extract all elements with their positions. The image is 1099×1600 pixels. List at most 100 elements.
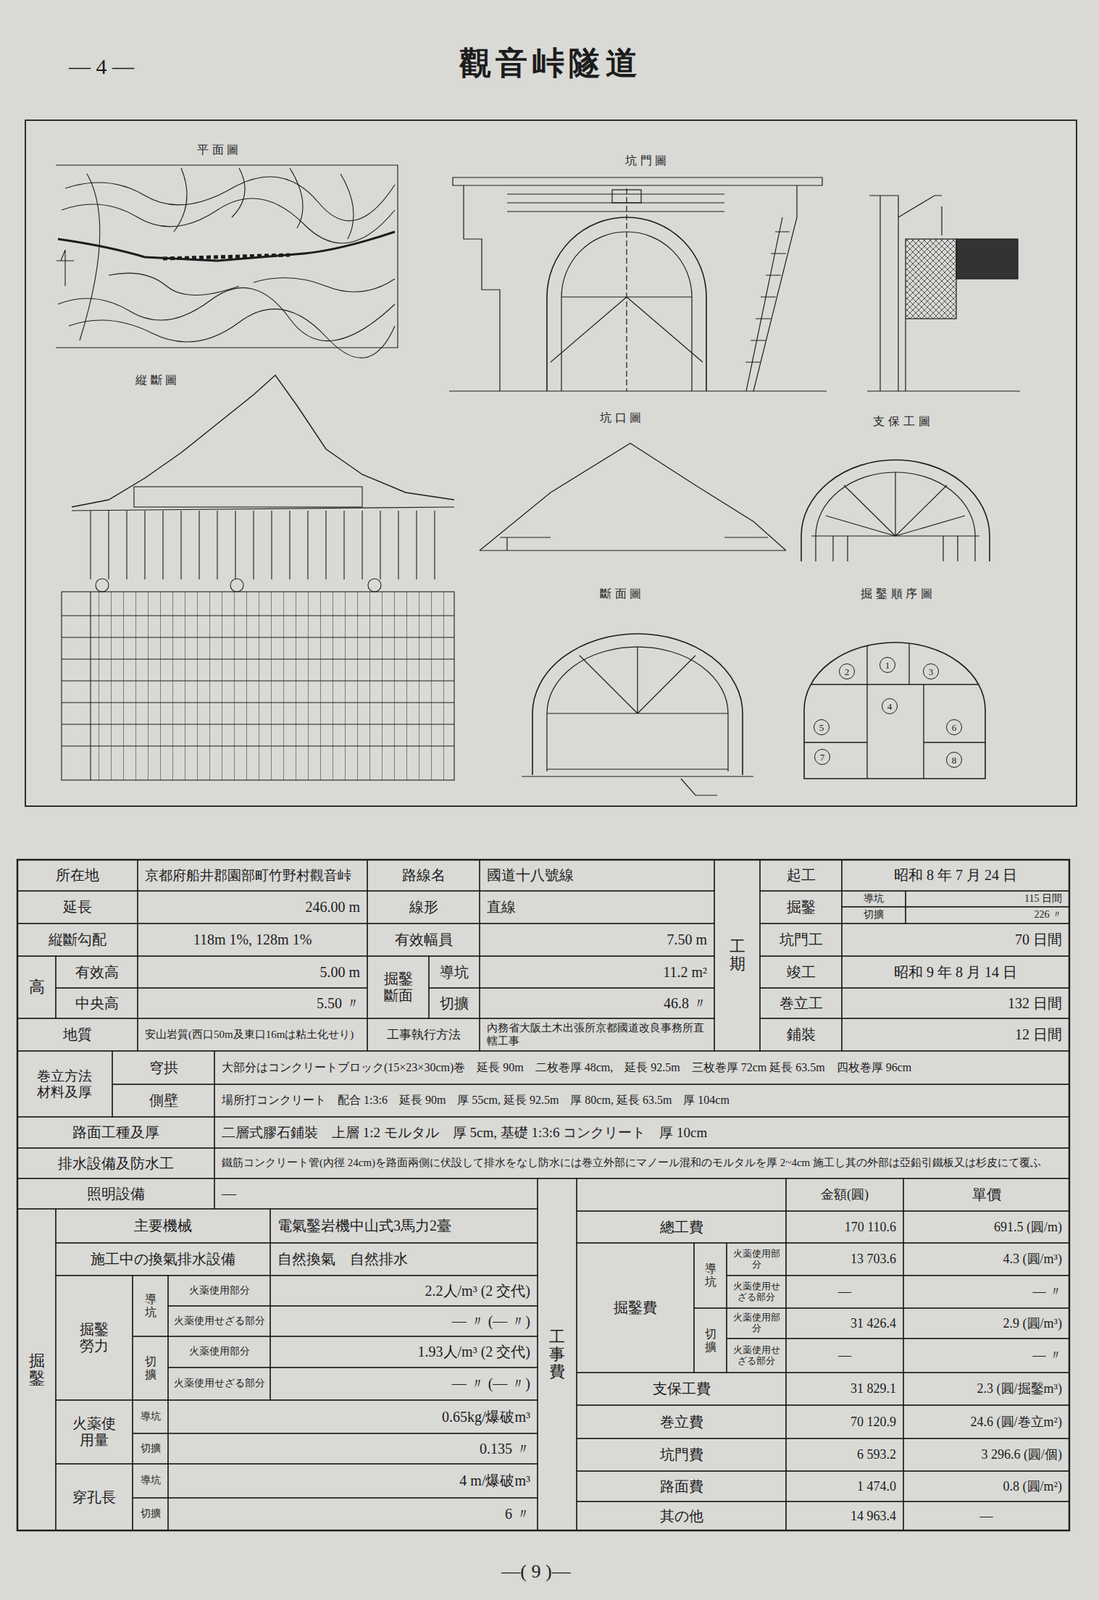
plan-map: [68, 309, 395, 359]
table-cell: 31 829.1: [788, 1374, 902, 1404]
table-cell: 有效幅員: [369, 925, 478, 955]
table-rule: [214, 1084, 1070, 1118]
table-cell: 火薬使用部分: [728, 1309, 784, 1338]
figure-title: 坑門圖: [606, 152, 689, 169]
figure-title: 坑口圖: [581, 410, 664, 426]
longitudinal-section: [95, 578, 109, 592]
table-cell: 掘鑿勞力: [57, 1277, 131, 1399]
portal-side-section: [869, 195, 899, 392]
table-cell: 鐵筋コンクリート管(內徑 24cm)を路面兩側に伏設して排水をなし防水には巻立外…: [216, 1149, 1068, 1178]
table-cell: 691.5 (圓/m): [905, 1212, 1068, 1242]
portal-elevation: [746, 217, 783, 392]
table-rule: [903, 1501, 1070, 1531]
callout-circle: 6: [946, 719, 963, 736]
table-cell: 縦斷勾配: [19, 925, 136, 955]
cell-text: 4 m/爆破m³: [459, 1472, 531, 1490]
page-number: — 4 —: [60, 52, 143, 82]
cell-text: 3 296.6 (圓/個): [981, 1447, 1063, 1463]
cell-text: 0.135 〃: [479, 1440, 531, 1458]
cell-text: 火薬使用部分: [189, 1346, 250, 1358]
table-cell: 切擴: [134, 1435, 166, 1463]
support-timbering: [801, 460, 990, 562]
table-rule: [786, 1405, 904, 1439]
cell-text: 昭和 8 年 7 月 24 日: [893, 867, 1018, 884]
cell-text: 6 593.2: [857, 1447, 897, 1463]
table-rule: [576, 1178, 787, 1212]
cell-text: 穿孔長: [72, 1489, 116, 1507]
table-cell: 起工: [762, 861, 840, 890]
callout-number: 1: [885, 660, 891, 671]
cell-text: 31 426.4: [850, 1316, 897, 1332]
table-rule: [479, 859, 715, 892]
table-rule: [132, 1400, 169, 1434]
cell-text: 坑口圖: [599, 411, 645, 425]
cell-text: 鐵筋コンクリート管(內徑 24cm)を路面兩側に伏設して排水をなし防水には巻立外…: [221, 1156, 1042, 1170]
table-cell: 昭和 9 年 8 月 14 日: [843, 957, 1068, 987]
table-cell: 高: [19, 957, 54, 1018]
table-cell: 總工費: [578, 1212, 784, 1242]
plan-map: [340, 173, 354, 240]
table-cell: 火薬使用量: [57, 1401, 131, 1463]
table-cell: 11.2 m²: [481, 957, 713, 987]
excavation-order: [810, 683, 979, 685]
table-cell: 導坑: [134, 1401, 166, 1433]
cell-text: — 〃: [1033, 1348, 1063, 1364]
table-cell: 導坑: [134, 1465, 166, 1497]
callout-number: 3: [928, 667, 934, 677]
cell-text: 坑門費: [659, 1446, 704, 1464]
cell-text: 切擴: [144, 1355, 157, 1381]
table-rule: [759, 988, 842, 1019]
table-cell: 支保工費: [578, 1374, 784, 1404]
table-rule: [714, 859, 760, 1052]
table-cell: 14 963.4: [788, 1503, 902, 1530]
cell-text: 其の他: [659, 1508, 704, 1525]
cell-text: 132 日間: [1007, 995, 1063, 1013]
portal-side-section: [867, 390, 1021, 392]
table-cell: 12 日間: [843, 1020, 1068, 1050]
table-rule: [55, 1243, 271, 1276]
table-cell: 火薬使用せざる部分: [728, 1340, 784, 1372]
table-rule: [270, 1336, 538, 1368]
table-cell: 路面費: [578, 1472, 784, 1501]
portal-side-section: [867, 195, 1021, 392]
table-cell: 切擴: [696, 1309, 725, 1372]
cell-text: 延長: [63, 899, 93, 916]
table-rule: [905, 891, 1070, 908]
table-cell: 2.2人/m³ (2 交代): [272, 1277, 536, 1305]
cell-text: 鋪裝: [786, 1026, 816, 1044]
table-rule: [759, 859, 842, 892]
table-rule: [903, 1243, 1070, 1276]
cell-text: 二層式膠石鋪裝 上層 1:2 モルタル 厚 5cm, 基礎 1:3:6 コンクリ…: [221, 1125, 708, 1142]
table-cell: 118m 1%, 128m 1%: [139, 925, 366, 955]
table-cell: 6 〃: [170, 1499, 536, 1530]
table-rule: [786, 1438, 904, 1472]
plan-map: [56, 249, 74, 287]
table-cell: 掘鑿: [762, 892, 840, 923]
table-rule: [726, 1243, 787, 1276]
table-rule: [479, 988, 715, 1019]
page-title: 觀音峠隧道: [369, 42, 732, 85]
cell-text: 掘鑿: [28, 1352, 45, 1388]
table-rule: [841, 891, 906, 908]
table-cell: — 〃: [905, 1277, 1068, 1307]
callout-number: 4: [887, 701, 893, 712]
table-rule: [168, 1433, 538, 1465]
figure-title: 斷面圖: [581, 586, 664, 603]
cell-text: 火薬使用部分: [730, 1312, 783, 1335]
table-cell: 安山岩質(西口50m及東口16mは粘土化せり): [139, 1020, 366, 1050]
table-cell: 掘鑿: [19, 1210, 54, 1530]
table-cell: 4.3 (圓/m³): [905, 1244, 1068, 1275]
table-cell: 火薬使用せざる部分: [170, 1307, 269, 1336]
table-cell: 切擴: [431, 989, 478, 1018]
table-rule: [17, 1051, 113, 1118]
cell-text: 5.00 m: [319, 964, 361, 981]
support-timbering: [811, 536, 980, 562]
cell-text: 掘鑿斷面: [382, 970, 415, 1005]
portal-profile: [479, 537, 787, 551]
table-rule: [576, 1471, 787, 1502]
cell-text: 掘鑿: [786, 899, 816, 916]
cell-text: 31 829.1: [850, 1381, 897, 1397]
table-rule: [17, 1178, 215, 1210]
cell-text: 14 963.4: [850, 1509, 897, 1525]
cell-text: 路面費: [659, 1478, 704, 1496]
